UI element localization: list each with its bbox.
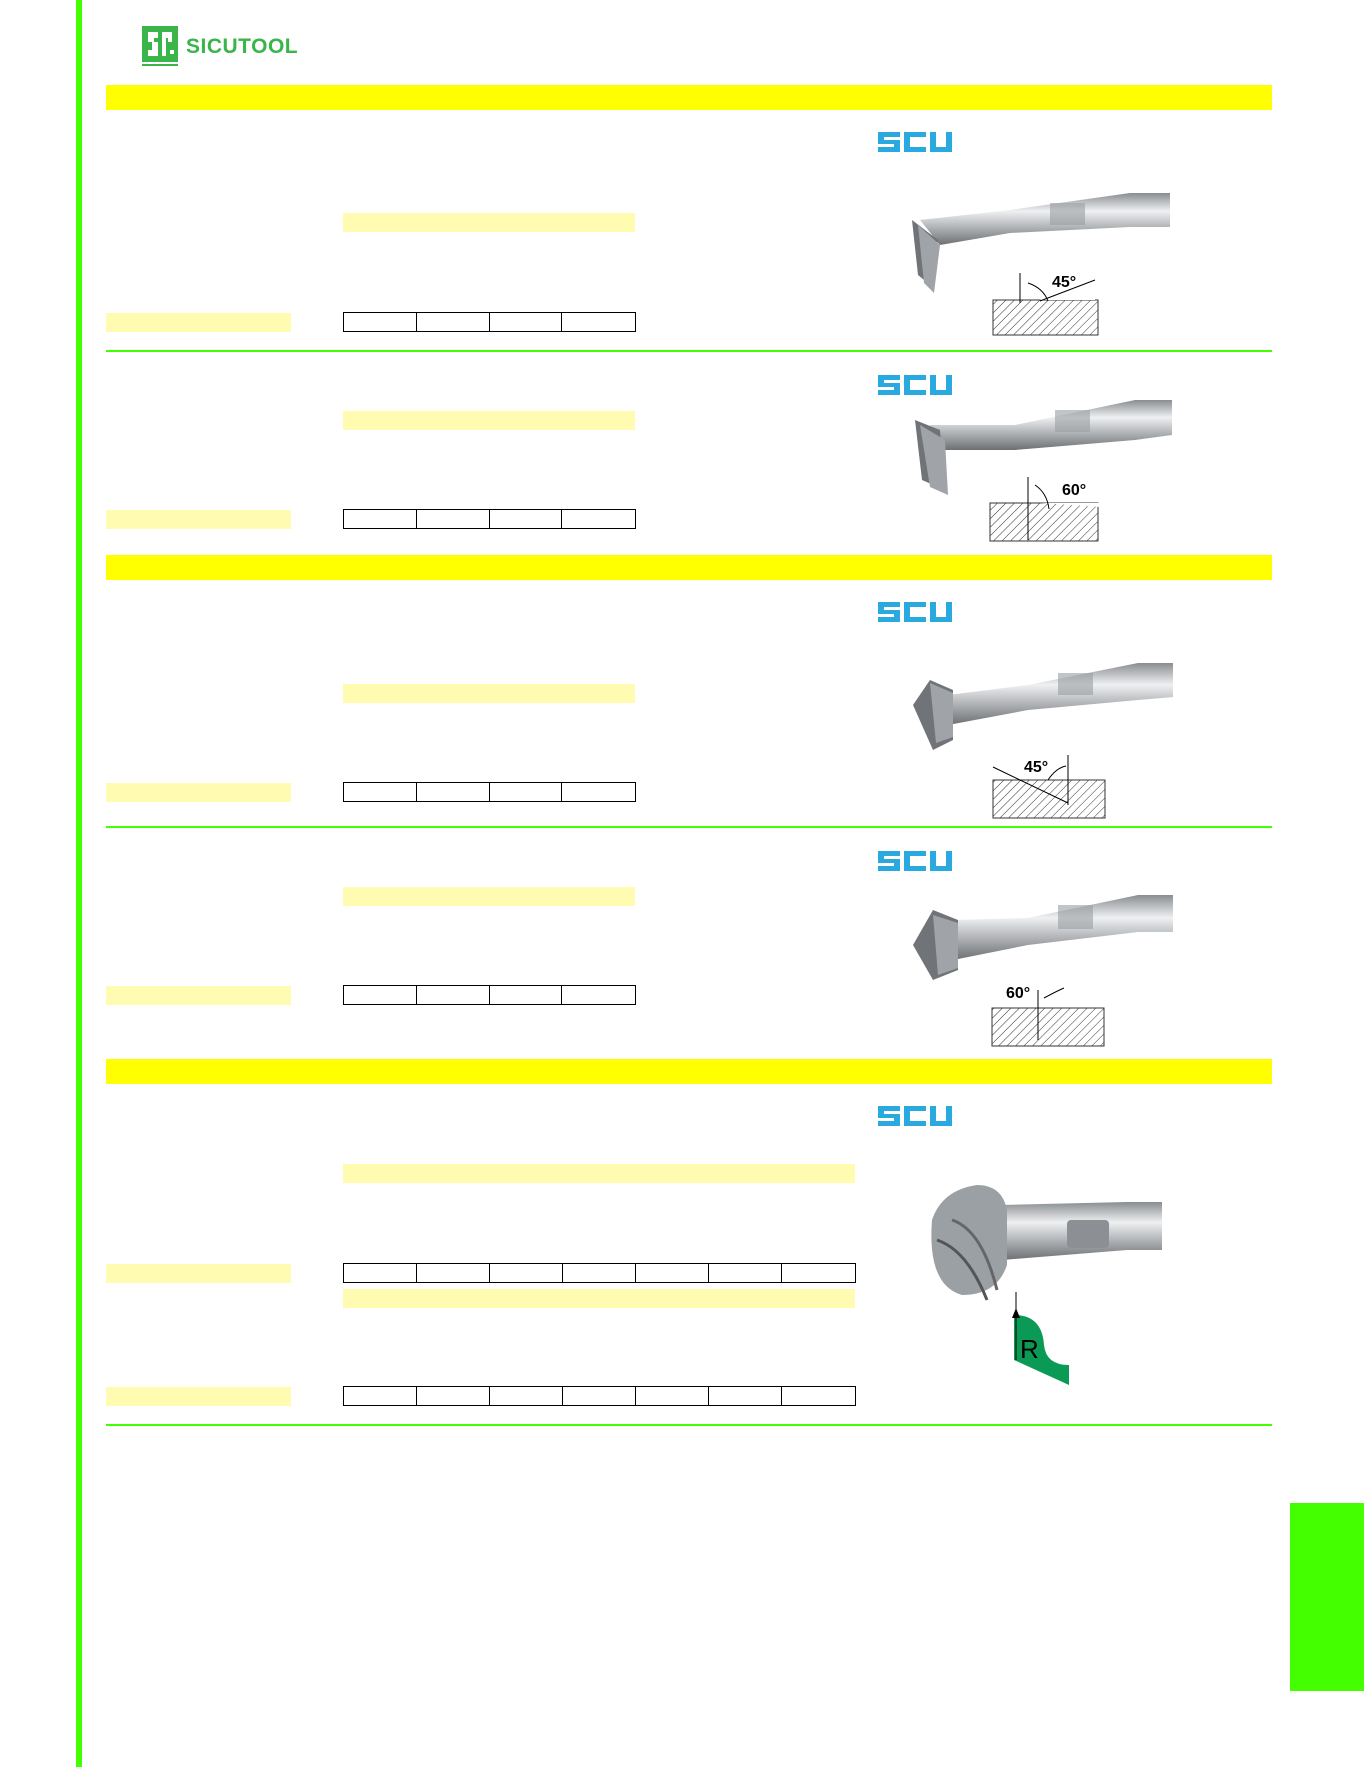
spec-table [343, 985, 636, 1005]
dovetail-cutter-45-icon: 45° [912, 193, 1170, 336]
section-header-band [106, 555, 1272, 580]
scu-brand-icon [878, 851, 952, 871]
row-separator [106, 826, 1272, 828]
code-strip [106, 986, 291, 1005]
inverse-dovetail-cutter-45-icon: 45° [913, 663, 1173, 819]
scu-brand-icon [878, 132, 952, 152]
code-strip [106, 510, 291, 529]
code-strip [106, 1387, 291, 1406]
spec-table [343, 782, 636, 802]
spec-table [343, 1263, 856, 1283]
angle-label: 45° [1024, 759, 1048, 776]
dovetail-cutter-60-icon: 60° [915, 400, 1172, 542]
spec-strip [343, 1289, 855, 1308]
row-separator [106, 1424, 1272, 1426]
spec-strip [343, 411, 635, 430]
spec-table [343, 1386, 856, 1406]
code-strip [106, 1264, 291, 1283]
sicutool-logo-icon [142, 26, 178, 66]
angle-label: 60° [1006, 985, 1030, 1002]
left-accent-rule [76, 0, 82, 1767]
scu-brand-icon [878, 602, 952, 622]
inverse-dovetail-cutter-60-icon: 60° [913, 895, 1173, 1047]
spec-table [343, 509, 636, 529]
code-strip [106, 783, 291, 802]
section-header-band [106, 85, 1272, 110]
angle-label: 45° [1052, 274, 1076, 291]
corner-rounding-cutter-icon: R [931, 1185, 1162, 1385]
brand-name: SICUTOOL [186, 35, 299, 58]
angle-label: 60° [1062, 482, 1086, 499]
section-side-tab [1290, 1503, 1364, 1691]
row-separator [106, 350, 1272, 352]
spec-table [343, 312, 636, 332]
scu-brand-icon [878, 375, 952, 395]
spec-strip [343, 213, 635, 232]
spec-strip [343, 684, 635, 703]
spec-strip [343, 887, 635, 906]
code-strip [106, 313, 291, 332]
spec-strip [343, 1164, 855, 1183]
radius-label: R [1020, 1334, 1039, 1364]
brand-logo: SICUTOOL [142, 26, 298, 68]
section-header-band [106, 1059, 1272, 1084]
scu-brand-icon [878, 1106, 952, 1126]
